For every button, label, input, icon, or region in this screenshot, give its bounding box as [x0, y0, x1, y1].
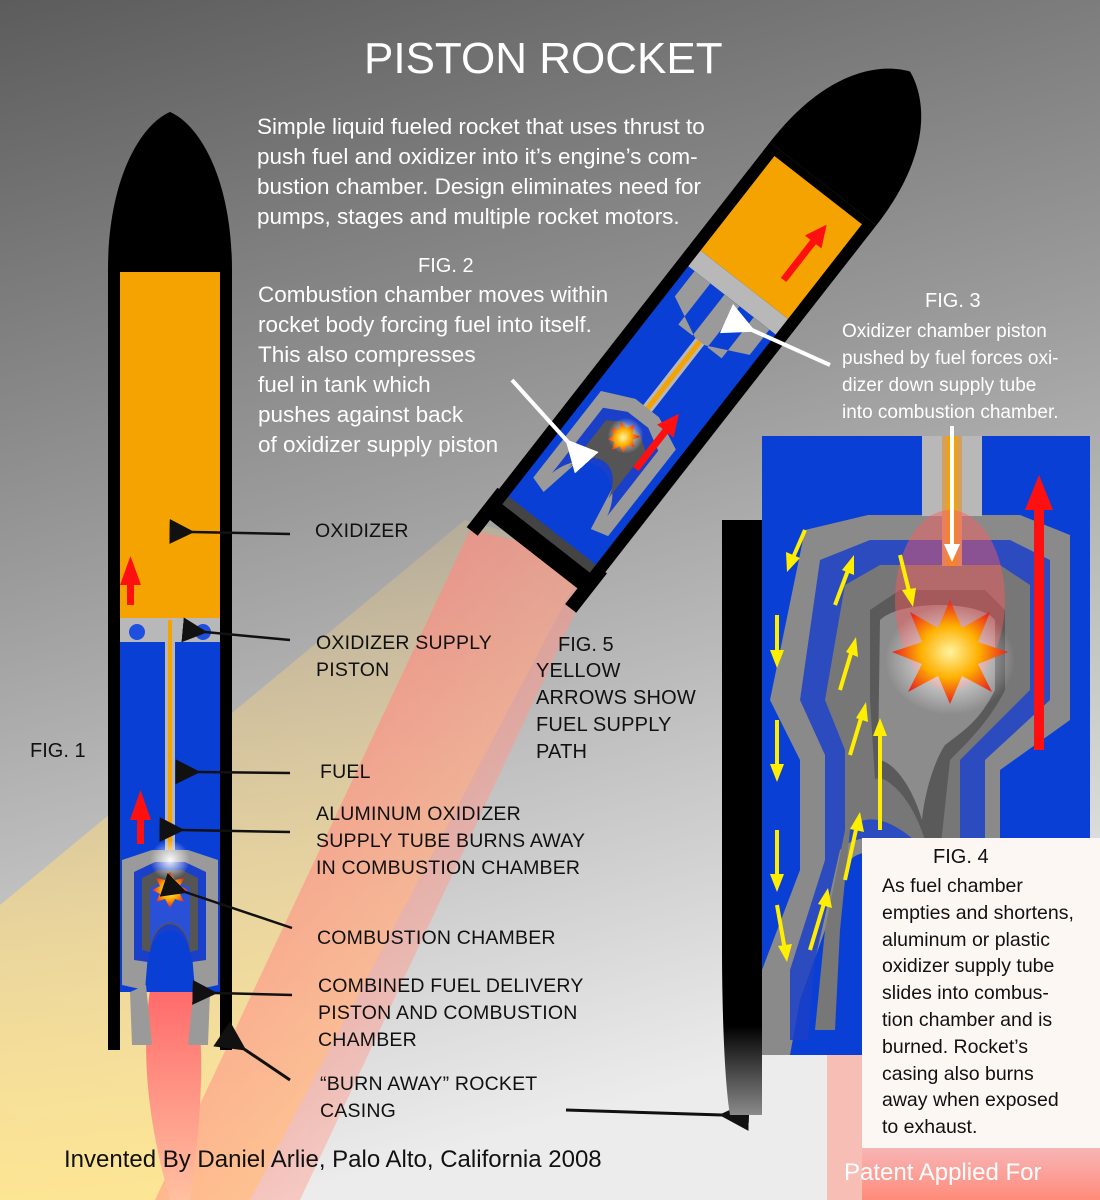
fig4-exhaust-plume: [862, 1148, 1100, 1200]
fig2-oxidizer-tank: [700, 155, 862, 319]
fig2-nose-cone: [769, 68, 922, 226]
fig4-combustion-burst: [892, 600, 1008, 704]
fig3-label: FIG. 3: [925, 290, 981, 312]
fig2-exhaust-plume: [155, 530, 600, 1200]
fig4-text: As fuel chamber empties and shortens, al…: [882, 875, 1074, 1139]
fig1-thrust-arrow-top: [127, 583, 134, 605]
combined-piston-label: COMBINED FUEL DELIVERY PISTON AND COMBUS…: [318, 975, 584, 1051]
fig1-thrust-arrow-bottom: [137, 818, 144, 844]
fig1-exhaust-plume: [146, 990, 202, 1200]
fig1-leader-arrows: [159, 519, 750, 1131]
fig2-label: FIG. 2: [418, 255, 474, 277]
fig4-text-box: [862, 838, 1100, 1148]
fig1-oxidizer-tank: [120, 272, 220, 618]
fig5-label: FIG. 5: [558, 634, 614, 656]
burn-away-casing-label: “BURN AWAY” ROCKET CASING: [320, 1073, 538, 1122]
fig5-text: YELLOW ARROWS SHOW FUEL SUPPLY PATH: [536, 660, 696, 763]
inventor-credit: Invented By Daniel Arlie, Palo Alto, Cal…: [64, 1146, 602, 1173]
description: Simple liquid fueled rocket that uses th…: [257, 114, 705, 229]
fig5-fuel-path-arrows: [770, 529, 916, 962]
fig2-text: Combustion chamber moves within rocket b…: [258, 282, 609, 457]
fig2-leader-arrows: [510, 303, 831, 474]
fig1-nose-cone: [110, 112, 230, 272]
fig4-label: FIG. 4: [933, 846, 989, 868]
fig1-rocket: [108, 112, 232, 1200]
patent-notice: Patent Applied For: [844, 1159, 1042, 1186]
diagram-title: PISTON ROCKET: [364, 34, 723, 83]
fig4-closeup: [722, 426, 1100, 1200]
fig1-label: FIG. 1: [30, 740, 86, 762]
fig4-thrust-arrow: [1034, 505, 1044, 750]
oxidizer-label: OXIDIZER: [315, 520, 409, 542]
oxidizer-supply-piston-label: OXIDIZER SUPPLY PISTON: [316, 632, 493, 681]
fig3-text: Oxidizer chamber piston pushed by fuel f…: [842, 321, 1059, 423]
fuel-label: FUEL: [320, 761, 371, 783]
fig4-casing: [722, 520, 762, 1115]
combustion-chamber-label: COMBUSTION CHAMBER: [317, 927, 556, 949]
supply-tube-label: ALUMINUM OXIDIZER SUPPLY TUBE BURNS AWAY…: [316, 803, 586, 879]
